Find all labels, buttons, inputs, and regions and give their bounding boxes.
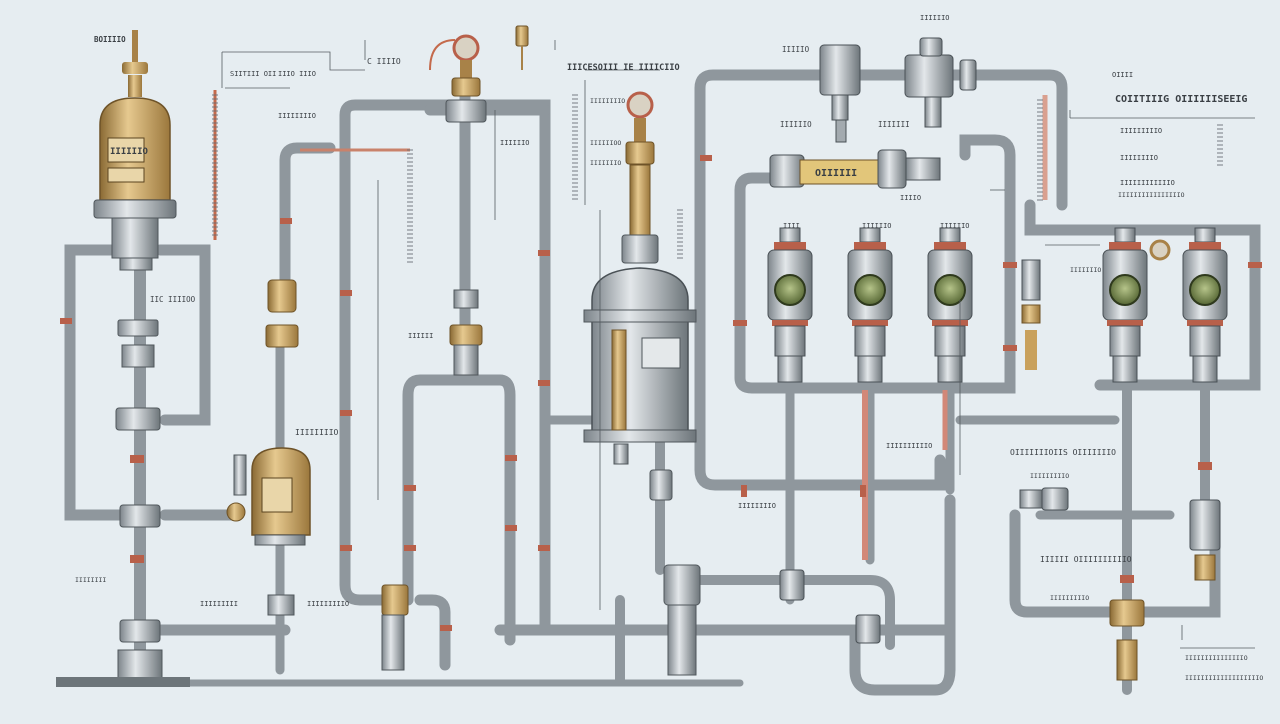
- pipe-left-loop-2: [154, 244, 211, 426]
- annotation-lines: [221, 40, 1255, 649]
- label-right-notes-1: IIIIIIIIIIIIIIIO: [1185, 654, 1248, 662]
- pipe-top-right-frame: [694, 69, 1068, 446]
- label-right-small-1: OIIII: [1112, 71, 1133, 79]
- label-left-top-2: SIITIII OII: [230, 70, 276, 78]
- label-small-tank: IIIIIIIIO: [295, 428, 339, 437]
- pipe-frame-bottom: [694, 434, 946, 491]
- label-left-top-1: BOIIIIO: [94, 35, 126, 44]
- label-right-bottom-2: IIIIIIIIIO: [1050, 594, 1089, 602]
- pipe-right-lower: [1009, 509, 1221, 618]
- label-right-mid-1: OIIIIIIIOIIS OIIIIIIIO: [1010, 448, 1116, 457]
- label-left-tank-plate: IIIIIIO: [110, 147, 149, 157]
- label-left-top-3: IIIO IIIO: [278, 70, 316, 78]
- label-left-top-4: C IIIIO: [367, 57, 401, 66]
- label-gauge-row-1: IIII: [783, 222, 800, 230]
- label-bottom-center-2: IIIIIIIIIIO: [886, 442, 932, 450]
- label-center-small-3: IIIIIIIO: [590, 159, 621, 167]
- label-mid-valve-2: IIIIO: [900, 194, 921, 202]
- label-right-bottom-1: IIIIII OIIIIIIIIIIO: [1040, 555, 1132, 564]
- label-center-small-2: IIIIIIOO: [590, 139, 621, 147]
- label-right-legend-4: IIIIIIIIIIIIIIIIO: [1118, 191, 1185, 199]
- label-mid-left-2: IIIIIIIIO: [278, 112, 316, 120]
- gauge-valve: [767, 227, 813, 383]
- pipe-left-riser: [279, 142, 336, 296]
- label-right-mid-3: IIIIIIIO: [1070, 266, 1101, 274]
- label-right-legend-1: IIIIIIIIIO: [1120, 127, 1162, 135]
- label-mid-left-3: IIIIIIO: [500, 139, 530, 147]
- label-bottom-left-2: IIIIIIIII: [200, 600, 238, 608]
- label-right-legend-3: IIIIIIIIIIIIO: [1120, 179, 1175, 187]
- pipe-bottom-u-2: [414, 594, 451, 671]
- label-right-title: COIITIIIG OIIIIIISEEIG: [1115, 94, 1247, 105]
- small-brass-tank: [226, 279, 311, 616]
- gauge-valve: [847, 227, 893, 383]
- pipe-left-loop: [64, 244, 136, 521]
- label-mid-valve-1: IIIIIII: [878, 120, 910, 129]
- label-bottom-left-1: IIIIIIII: [75, 576, 106, 584]
- pipe-bottom-u: [339, 554, 391, 606]
- gauge-valve: [1102, 227, 1148, 383]
- label-gauge-row-3: IIIIIIO: [940, 222, 970, 230]
- label-mid-left-1: IIC IIIIOO: [150, 295, 196, 304]
- right-bottom-valves: [779, 239, 1221, 681]
- label-gauge-title: OIIIIII: [815, 168, 857, 179]
- gauge-valve: [927, 227, 973, 383]
- pipe-valve-stems: [785, 375, 955, 605]
- label-bottom-center-1: IIIIIIIIO: [738, 502, 776, 510]
- label-right-mid-2: IIIIIIIIIO: [1030, 472, 1069, 480]
- pipe-bottom-right-u: [849, 494, 956, 696]
- center-valve-column: [381, 25, 529, 671]
- scale-ticks: [212, 94, 1223, 263]
- gauge-valve: [1182, 227, 1228, 383]
- diagram-labels: BOIIIIO SIITIII OII IIIO IIIO C IIIIO II…: [75, 14, 1263, 682]
- center-steel-tank: [583, 91, 701, 676]
- horizontal-meter: [769, 149, 941, 189]
- label-ii: IIIIII: [408, 332, 433, 340]
- top-right-valves: [819, 37, 977, 143]
- label-bottom-left-3: IIIIIIIIIO: [307, 600, 349, 608]
- label-gauge-row-2: IIIIIIO: [862, 222, 892, 230]
- pipe-mid-loop-2: [734, 134, 1016, 394]
- label-top-center-1: IIIIIIO: [920, 14, 950, 22]
- left-brass-tank: [56, 30, 190, 687]
- label-right-legend-2: IIIIIIIIO: [1120, 154, 1158, 162]
- label-center-small-1: IIIIIIIIO: [590, 97, 625, 105]
- pipe-top-loop: [339, 99, 551, 636]
- pipe-mid-loop: [734, 172, 796, 336]
- label-top-valve-1: IIIIIO: [782, 45, 810, 54]
- label-right-notes-2: IIIIIIIIIIIIIIIIIIIO: [1185, 674, 1263, 682]
- label-top-valve-2: IIIIIIO: [780, 120, 812, 129]
- gauge-valves-row: [767, 227, 1228, 383]
- label-center-header: IIICESOIII IE IIIICIIO: [567, 63, 680, 73]
- pipe-center-horz: [695, 575, 895, 650]
